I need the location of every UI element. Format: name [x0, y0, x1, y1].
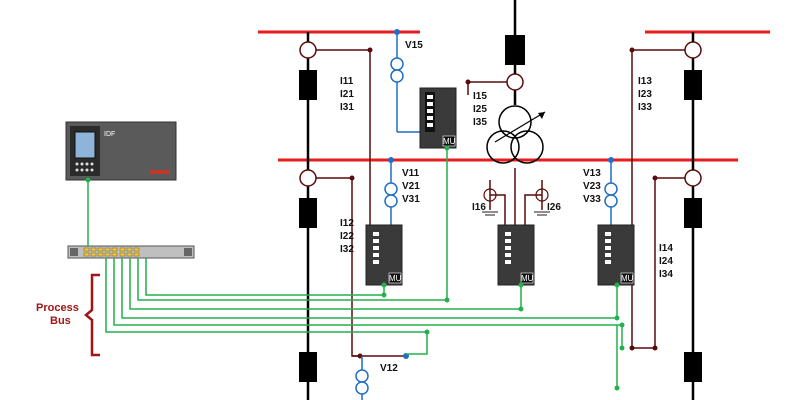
i-mid-top-2: I25 — [473, 104, 487, 115]
i-right-bottom-1: I14 — [659, 243, 673, 254]
vt-left — [384, 182, 398, 208]
mu-label: MU — [621, 274, 634, 283]
v-mid-left-3: V31 — [402, 194, 420, 205]
merging-unit-right[interactable]: MU — [597, 224, 635, 286]
i-right-bottom-3: I34 — [659, 269, 673, 280]
mu-label: MU — [389, 274, 402, 283]
i-left-bottom-3: I32 — [340, 244, 354, 255]
ct-center — [506, 73, 524, 91]
i-right-top-3: I33 — [638, 102, 652, 113]
breaker-center — [505, 35, 525, 65]
vt-v12 — [355, 369, 369, 395]
v-mid-right-3: V33 — [583, 194, 601, 205]
merging-unit-center[interactable]: MU — [497, 224, 535, 286]
ct-left-mid — [299, 169, 317, 187]
i-mid-top-3: I35 — [473, 117, 487, 128]
i-left-top-3: I31 — [340, 102, 354, 113]
i-right-bottom-2: I24 — [659, 256, 673, 267]
voltage-wires — [361, 32, 612, 400]
mu-label: MU — [521, 274, 534, 283]
breaker-left-2 — [299, 198, 317, 228]
v-mid-right-1: V13 — [583, 168, 601, 179]
current-wires — [316, 49, 685, 357]
merging-unit-top[interactable]: MU — [419, 87, 457, 149]
i-left-top-2: I21 — [340, 89, 354, 100]
merging-unit-left[interactable]: MU — [365, 224, 403, 286]
process-bus-lines[interactable] — [87, 148, 623, 388]
i-right-top-1: I13 — [638, 76, 652, 87]
ct-right-mid — [684, 169, 702, 187]
process-bus-label-2: Bus — [50, 315, 71, 327]
v15-label: V15 — [405, 40, 423, 51]
breaker-right-2 — [684, 198, 702, 228]
i16-label: I16 — [472, 202, 486, 213]
i-left-bottom-1: I12 — [340, 218, 354, 229]
breaker-right-3 — [684, 352, 702, 382]
ct-left-top — [299, 41, 317, 59]
vt-right — [604, 182, 618, 208]
ied-device[interactable]: IDF — [65, 121, 177, 181]
i-left-bottom-2: I22 — [340, 231, 354, 242]
breaker-left-1 — [299, 70, 317, 100]
i26-label: I26 — [547, 202, 561, 213]
mu-label: MU — [443, 137, 456, 146]
power-transformer — [486, 105, 546, 164]
i-mid-top-1: I15 — [473, 91, 487, 102]
vt-v15 — [390, 57, 404, 83]
ct-right-top — [684, 41, 702, 59]
v-mid-left-2: V21 — [402, 181, 420, 192]
v-mid-left-1: V11 — [402, 168, 420, 179]
v-mid-right-2: V23 — [583, 181, 601, 192]
ied-label: IDF — [104, 131, 115, 138]
process-bus-brace — [84, 273, 100, 357]
v12-label: V12 — [380, 363, 398, 374]
ethernet-switch[interactable] — [67, 245, 195, 259]
breaker-right-1 — [684, 70, 702, 100]
breaker-left-3 — [299, 352, 317, 382]
i-right-top-2: I23 — [638, 89, 652, 100]
process-bus-label-1: Process — [36, 302, 79, 314]
i-left-top-1: I11 — [340, 76, 354, 87]
